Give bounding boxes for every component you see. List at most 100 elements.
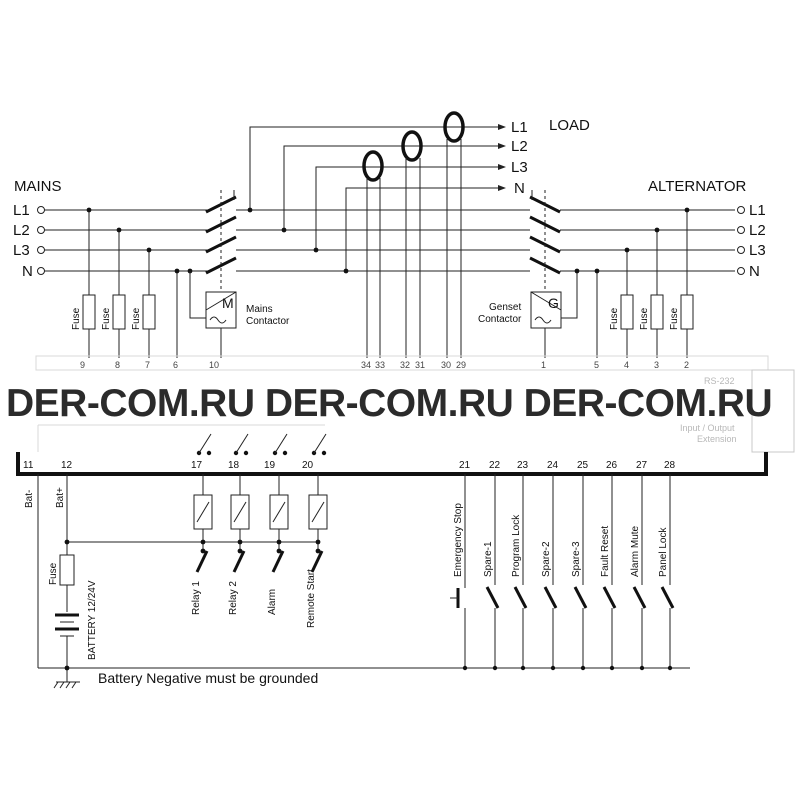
controller-frame — [16, 452, 768, 476]
input-spare-2-label: Spare-2 — [541, 541, 552, 577]
terminal-24: 24 — [547, 460, 559, 471]
watermark: DER-COM.RU DER-COM.RU DER-COM.RU — [6, 382, 772, 425]
input-spare-1 — [485, 474, 500, 671]
terminal-28: 28 — [664, 460, 676, 471]
battery-fuse-label: Fuse — [48, 562, 59, 585]
bat-minus-label: Bat- — [24, 490, 35, 508]
upper-terminal-4: 4 — [624, 360, 629, 370]
upper-terminal-30: 30 — [441, 360, 451, 370]
load-feeders — [247, 124, 506, 274]
input-emergency-stop — [450, 474, 468, 671]
load-phase-n: N — [514, 180, 525, 197]
mains-contactor-coil — [189, 271, 237, 358]
upper-terminal-32: 32 — [400, 360, 410, 370]
input-panel-lock — [660, 474, 675, 671]
input-alarm-mute — [632, 474, 647, 671]
relay-remote-start-label: Remote Start — [306, 569, 317, 628]
load-label: LOAD — [549, 117, 590, 134]
genset-contactor-coil — [530, 268, 580, 358]
input-fault-reset — [602, 474, 617, 671]
terminal-18: 18 — [228, 460, 240, 471]
input-spare-3 — [573, 474, 588, 671]
alt-phase-l1: L1 — [749, 202, 766, 219]
battery-label: BATTERY 12/24V — [87, 580, 98, 660]
upper-terminal-2: 2 — [684, 360, 689, 370]
terminal-26: 26 — [606, 460, 618, 471]
controller-outline — [35, 355, 795, 453]
fuse-label-alt-l1: Fuse — [669, 307, 680, 330]
load-phase-l1: L1 — [511, 119, 528, 136]
input-program-lock-label: Program Lock — [511, 514, 522, 577]
input-panel-lock-label: Panel Lock — [658, 527, 669, 577]
input-spare-3-label: Spare-3 — [571, 541, 582, 577]
terminal-19: 19 — [264, 460, 276, 471]
upper-terminal-1: 1 — [541, 360, 546, 370]
alt-phase-l3: L3 — [749, 242, 766, 259]
genset-contactor-label-2: Contactor — [478, 314, 522, 325]
input-alarm-mute-label: Alarm Mute — [630, 525, 641, 577]
load-phase-l2: L2 — [511, 138, 528, 155]
fuse-label-alt-l2: Fuse — [639, 307, 650, 330]
digital-inputs — [450, 474, 675, 671]
relay-alarm-label: Alarm — [267, 589, 278, 615]
upper-terminal-7: 7 — [145, 360, 150, 370]
genset-contactor-switches — [529, 190, 561, 290]
load-phase-l3: L3 — [511, 159, 528, 176]
mains-contactor-label-1: Mains — [246, 304, 273, 315]
upper-terminal-8: 8 — [115, 360, 120, 370]
input-spare-2 — [543, 474, 558, 671]
terminal-20: 20 — [302, 460, 314, 471]
mains-contactor-letter: M — [222, 295, 234, 311]
upper-terminal-5: 5 — [594, 360, 599, 370]
terminal-21: 21 — [459, 460, 471, 471]
relay-remote-start — [308, 433, 328, 573]
terminal-12: 12 — [61, 460, 73, 471]
upper-terminal-34: 34 — [361, 360, 371, 370]
upper-terminal-3: 3 — [654, 360, 659, 370]
mains-label: MAINS — [14, 178, 62, 195]
load-bus — [236, 206, 745, 275]
io-extension-label-2: Extension — [697, 434, 737, 444]
terminal-17: 17 — [191, 460, 203, 471]
mains-contactor-label-2: Contactor — [246, 316, 290, 327]
relay-alarm — [269, 433, 289, 573]
ground-note: Battery Negative must be grounded — [98, 670, 318, 686]
io-extension-label-1: Input / Output — [680, 423, 735, 433]
upper-terminal-10: 10 — [209, 360, 219, 370]
alternator-fuses — [594, 207, 694, 358]
upper-terminal-33: 33 — [375, 360, 385, 370]
mains-fuses — [82, 207, 193, 358]
mains-contactor-switches — [205, 190, 237, 290]
genset-contactor-letter: G — [548, 295, 559, 311]
upper-terminal-9: 9 — [80, 360, 85, 370]
relay-1 — [193, 433, 213, 573]
input-program-lock — [513, 474, 528, 671]
terminal-23: 23 — [517, 460, 529, 471]
alternator-label: ALTERNATOR — [648, 178, 747, 195]
mains-phase-l1: L1 — [13, 202, 30, 219]
fuse-label-alt-l3: Fuse — [609, 307, 620, 330]
fuse-label-mains-l1: Fuse — [71, 307, 82, 330]
alt-phase-l2: L2 — [749, 222, 766, 239]
input-spare-1-label: Spare-1 — [483, 541, 494, 577]
terminal-27: 27 — [636, 460, 648, 471]
rs232-label: RS-232 — [704, 376, 735, 386]
terminal-22: 22 — [489, 460, 501, 471]
input-fault-reset-label: Fault Reset — [600, 526, 611, 577]
current-transformers — [362, 111, 465, 358]
bat-plus-label: Bat+ — [55, 487, 66, 508]
fuse-label-mains-l3: Fuse — [131, 307, 142, 330]
genset-contactor-label-1: Genset — [489, 302, 521, 313]
input-emergency-stop-label: Emergency Stop — [453, 503, 464, 577]
mains-bus — [37, 206, 210, 275]
relay-2-label: Relay 2 — [228, 581, 239, 615]
alt-phase-n: N — [749, 263, 760, 280]
mains-phase-l3: L3 — [13, 242, 30, 259]
upper-terminal-6: 6 — [173, 360, 178, 370]
relay-1-label: Relay 1 — [191, 581, 202, 615]
upper-terminal-31: 31 — [415, 360, 425, 370]
upper-terminal-29: 29 — [456, 360, 466, 370]
fuse-label-mains-l2: Fuse — [101, 307, 112, 330]
